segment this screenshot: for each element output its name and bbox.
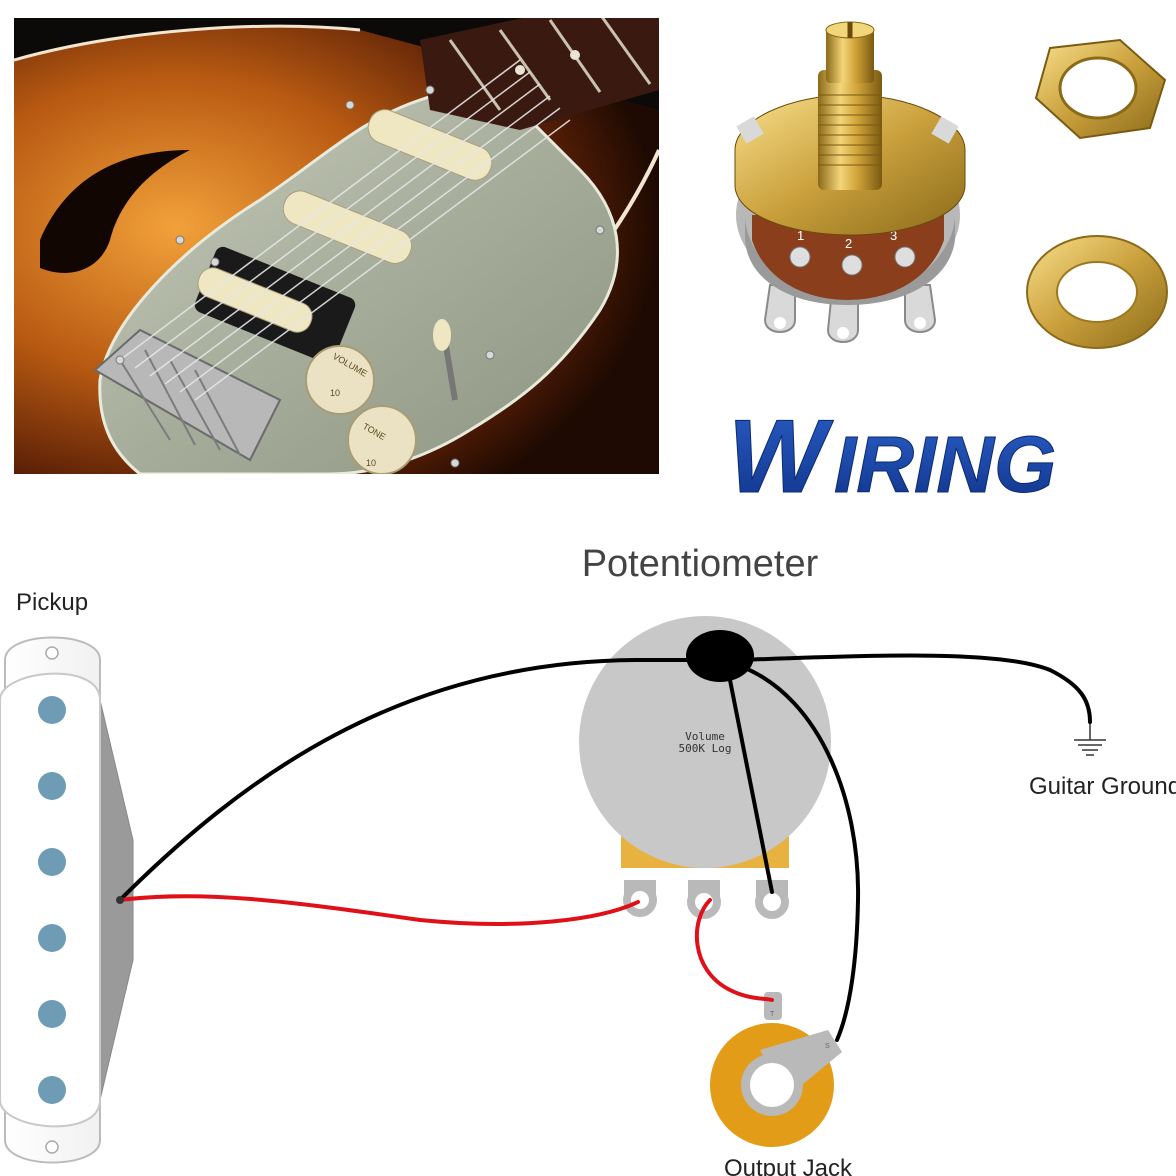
- pole-piece: [38, 772, 66, 800]
- pole-piece: [38, 696, 66, 724]
- output-jack-label: Output Jack: [724, 1155, 853, 1176]
- jack-tip-wire: [694, 898, 774, 1002]
- potentiometer-photo: 1 2 3: [734, 21, 966, 343]
- pickup-hot-wire: [118, 894, 640, 926]
- svg-text:10: 10: [330, 388, 340, 398]
- pole-piece: [38, 848, 66, 876]
- svg-text:10: 10: [366, 458, 376, 468]
- diagram-title: Potentiometer: [582, 543, 819, 585]
- pickup-terminal: [116, 896, 124, 904]
- humbucker-photo: [194, 246, 356, 364]
- guitar-photo: VOLUME 10 TONE 10: [14, 18, 659, 474]
- hex-nut-photo: [1034, 38, 1167, 140]
- wires: [118, 653, 1092, 1042]
- jack-sleeve-wire: [743, 666, 861, 1042]
- solder-joint: [686, 630, 754, 682]
- pole-piece: [38, 1000, 66, 1028]
- pickup-label: Pickup: [16, 589, 88, 616]
- pole-piece: [38, 1076, 66, 1104]
- svg-text:1: 1: [797, 228, 804, 243]
- washer-photo: [1026, 235, 1168, 349]
- middle-pickup-photo: [282, 190, 413, 264]
- wiring-diagram: Potentiometer Pickup: [0, 543, 1176, 1176]
- ground-label: Guitar Ground: [1029, 773, 1176, 800]
- wiring-heading-rest: IRING: [834, 420, 1056, 509]
- pot-value-line2: 500K Log: [679, 742, 732, 755]
- wiring-heading: W IRING: [728, 399, 1057, 516]
- svg-text:T: T: [770, 1011, 775, 1018]
- svg-text:3: 3: [890, 228, 897, 243]
- output-jack: T S: [710, 992, 842, 1147]
- tone-knob-photo: TONE 10: [347, 405, 417, 474]
- ground-symbol: [1074, 722, 1106, 756]
- pole-piece: [38, 924, 66, 952]
- selector-switch-photo: [433, 319, 458, 401]
- pot-value-line1: Volume: [685, 730, 725, 743]
- svg-text:S: S: [825, 1043, 830, 1050]
- pickup-ground-wire: [118, 658, 702, 902]
- pot-lugs: [623, 880, 789, 919]
- lug3-ground-wire: [726, 668, 774, 894]
- volume-knob-photo: VOLUME 10: [305, 345, 375, 415]
- single-coil-pickup: [0, 636, 134, 1164]
- ground-wire: [738, 653, 1092, 724]
- pole-pieces: [38, 696, 66, 1104]
- svg-text:2: 2: [845, 236, 852, 251]
- wiring-heading-initial: W: [728, 399, 834, 515]
